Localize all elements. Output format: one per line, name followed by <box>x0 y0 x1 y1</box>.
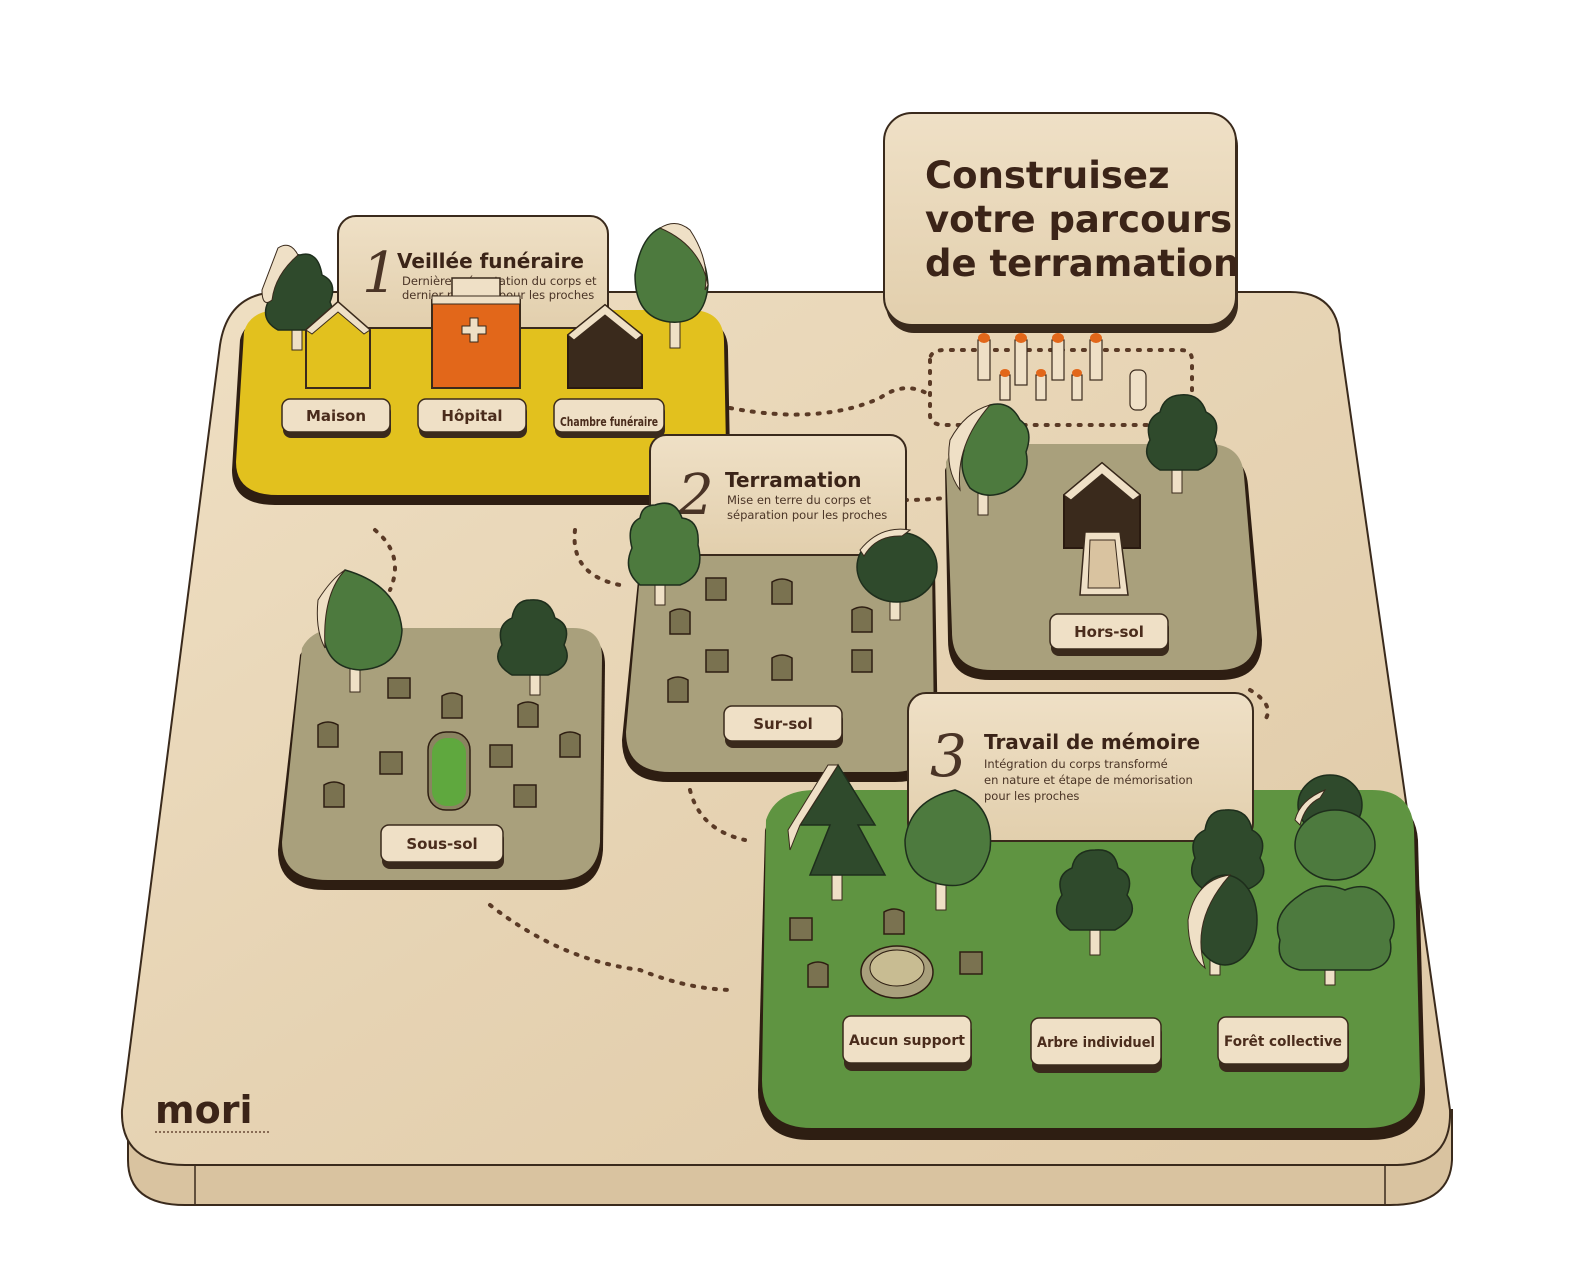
tree-icon <box>948 403 1030 516</box>
option-maison-button[interactable]: Maison <box>281 398 391 438</box>
mausoleum-icon <box>1063 461 1141 596</box>
step3-desc-line-2: en nature et étape de mémorisation <box>984 773 1193 787</box>
option-aucun-support-button[interactable]: Aucun support <box>842 1015 972 1071</box>
tree-icon <box>904 789 992 911</box>
tree-icon <box>1055 849 1134 956</box>
hospital-icon <box>431 277 521 389</box>
tree-icon <box>787 763 887 901</box>
option-foret-collective-label: Forêt collective <box>1224 1034 1342 1050</box>
option-arbre-individuel-button[interactable]: Arbre individuel <box>1030 1017 1162 1073</box>
step2-sign: 2 Terramation Mise en terre du corps et … <box>649 434 907 556</box>
option-arbre-individuel-label: Arbre individuel <box>1037 1035 1155 1051</box>
step2-desc-line-2: séparation pour les proches <box>727 508 887 522</box>
tombstones <box>789 908 983 988</box>
step2-title: Terramation <box>725 468 862 492</box>
tree-icon <box>316 569 403 693</box>
tree-icon <box>1145 394 1218 494</box>
tombstones <box>667 577 873 703</box>
step3-number: 3 <box>930 722 967 790</box>
step3-title: Travail de mémoire <box>984 730 1200 754</box>
option-sur-sol-label: Sur-sol <box>753 715 812 733</box>
main-title-line-1: Construisez <box>925 154 1170 197</box>
step3-desc-line-3: pour les proches <box>984 789 1079 803</box>
tree-icon <box>1187 874 1258 976</box>
candle <box>1071 369 1083 401</box>
tree-icon <box>627 502 701 606</box>
option-chambre-funeraire-label: Chambre funéraire <box>560 415 658 429</box>
step1-number: 1 <box>362 241 398 306</box>
option-sous-sol-label: Sous-sol <box>406 835 477 853</box>
main-title-line-2: votre parcours <box>925 198 1232 241</box>
tombstones <box>317 677 581 808</box>
mori-logo: mori <box>155 1088 270 1133</box>
main-title-line-3: de terramation <box>925 242 1239 285</box>
step3-sign: 3 Travail de mémoire Intégration du corp… <box>907 692 1254 842</box>
cross-icon <box>461 317 487 343</box>
option-foret-collective-button[interactable]: Forêt collective <box>1217 1016 1349 1072</box>
funeral-chamber-icon <box>567 303 643 389</box>
option-hors-sol-button[interactable]: Hors-sol <box>1049 613 1169 656</box>
option-hors-sol-label: Hors-sol <box>1074 623 1144 641</box>
candle <box>1089 333 1103 381</box>
option-maison-label: Maison <box>306 407 366 425</box>
option-chambre-funeraire-button[interactable]: Chambre funéraire <box>553 398 665 438</box>
candle-holder <box>1129 369 1147 411</box>
step2-number: 2 <box>677 463 714 528</box>
option-hopital-button[interactable]: Hôpital <box>417 398 527 438</box>
tree-icon <box>1294 774 1376 881</box>
tree-icon <box>634 223 709 349</box>
candle <box>1035 369 1047 401</box>
candles <box>977 333 1147 411</box>
option-sur-sol-button[interactable]: Sur-sol <box>723 705 843 748</box>
house-icon <box>305 300 371 389</box>
mori-logo-text: mori <box>155 1088 252 1132</box>
option-sous-sol-button[interactable]: Sous-sol <box>380 824 504 869</box>
option-aucun-support-label: Aucun support <box>849 1033 965 1049</box>
tree-icon <box>1276 885 1395 986</box>
candle <box>999 369 1011 401</box>
candle <box>977 333 991 381</box>
step3-desc-line-1: Intégration du corps transformé <box>984 757 1168 771</box>
tree-icon <box>497 599 568 696</box>
tree-icon <box>856 528 938 621</box>
main-title-sign: Construisez votre parcours de terramatio… <box>883 112 1239 333</box>
step2-desc-line-1: Mise en terre du corps et <box>727 493 872 507</box>
memorial-basin-icon <box>860 945 934 999</box>
candle <box>1014 333 1028 386</box>
tree-icon <box>261 244 334 351</box>
candle <box>1051 333 1065 381</box>
grave-pit <box>427 731 471 811</box>
option-hopital-label: Hôpital <box>441 407 502 425</box>
step1-title: Veillée funéraire <box>397 249 584 273</box>
